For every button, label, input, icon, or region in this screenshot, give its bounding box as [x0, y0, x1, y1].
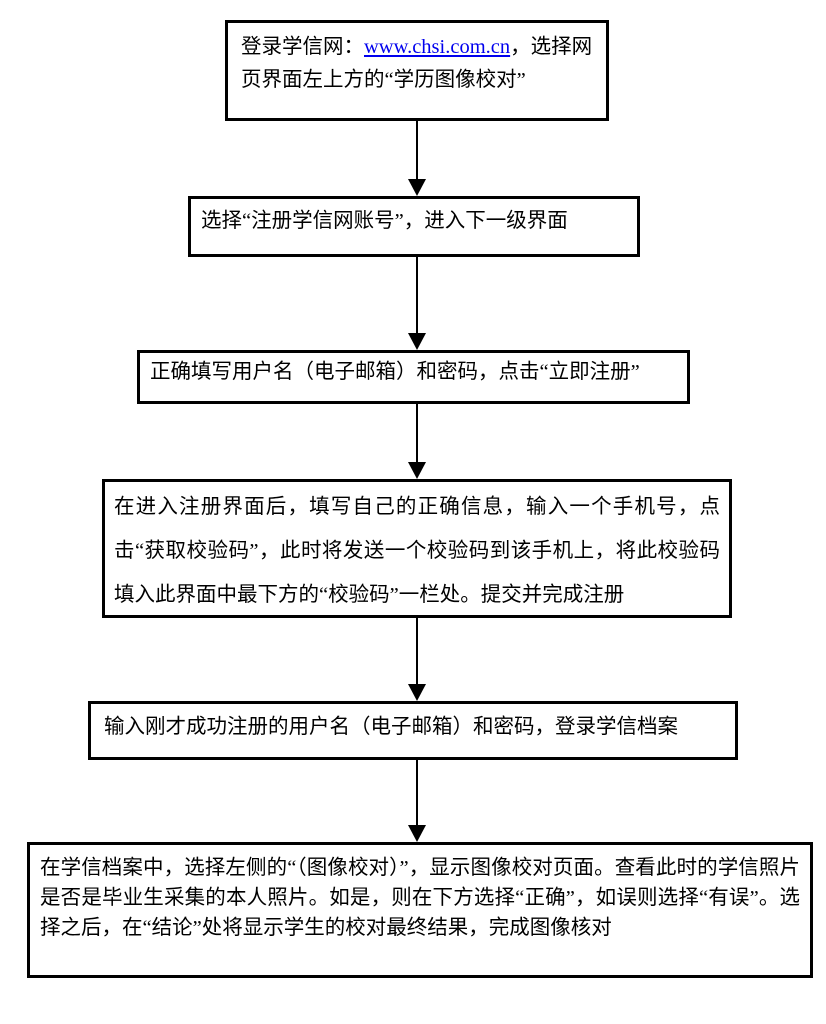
step-2-text: 选择“注册学信网账号”，进入下一级界面: [201, 210, 568, 232]
flow-arrow-3: [408, 404, 426, 479]
arrow-head-down-icon: [408, 684, 426, 701]
step-box-register-account: 选择“注册学信网账号”，进入下一级界面: [188, 196, 640, 257]
arrow-head-down-icon: [408, 333, 426, 350]
step-box-image-proofread: 在学信档案中，选择左侧的“（图像校对）”，显示图像校对页面。查看此时的学信照片是…: [27, 842, 813, 978]
arrow-shaft: [416, 760, 418, 825]
arrow-shaft: [416, 404, 418, 462]
arrow-head-down-icon: [408, 825, 426, 842]
step-3-text: 正确填写用户名（电子邮箱）和密码，点击“立即注册”: [150, 361, 640, 383]
arrow-head-down-icon: [408, 179, 426, 196]
step-box-verification-code: 在进入注册界面后，填写自己的正确信息，输入一个手机号，点击“获取校验码”，此时将…: [102, 479, 732, 618]
flow-arrow-5: [408, 760, 426, 842]
step-box-login-archive: 输入刚才成功注册的用户名（电子邮箱）和密码，登录学信档案: [88, 701, 738, 760]
flow-arrow-4: [408, 618, 426, 701]
step-1-text-suffix: ，选择网页界面左上方的“学历图像校对”: [241, 36, 593, 91]
step-box-fill-username-password: 正确填写用户名（电子邮箱）和密码，点击“立即注册”: [137, 350, 690, 404]
arrow-shaft: [416, 618, 418, 684]
arrow-shaft: [416, 257, 418, 333]
step-4-text: 在进入注册界面后，填写自己的正确信息，输入一个手机号，点击“获取校验码”，此时将…: [114, 496, 720, 606]
step-1-text-prefix: 登录学信网：: [241, 36, 364, 58]
flow-arrow-1: [408, 121, 426, 196]
step-6-text: 在学信档案中，选择左侧的“（图像校对）”，显示图像校对页面。查看此时的学信照片是…: [40, 857, 800, 939]
arrow-shaft: [416, 121, 418, 179]
arrow-head-down-icon: [408, 462, 426, 479]
flow-arrow-2: [408, 257, 426, 350]
step-box-login-chsi: 登录学信网：www.chsi.com.cn，选择网页界面左上方的“学历图像校对”: [225, 20, 609, 121]
step-5-text: 输入刚才成功注册的用户名（电子邮箱）和密码，登录学信档案: [104, 716, 678, 738]
chsi-url-link[interactable]: www.chsi.com.cn: [364, 36, 511, 58]
